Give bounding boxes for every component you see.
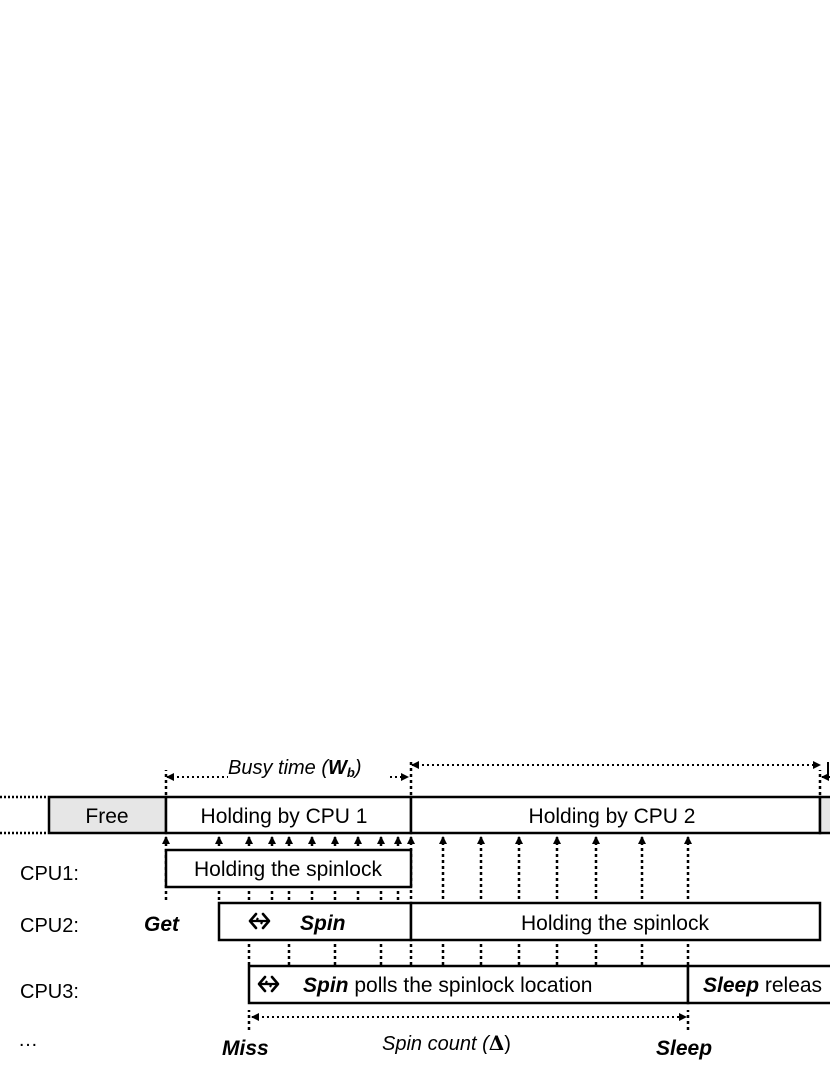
sleep-event-label: Sleep [656,1037,712,1060]
cpu3-label: CPU3: [20,981,79,1003]
cpu3-sleep-label: Sleep releas [703,974,822,997]
cpu3-spin-box [247,964,690,1005]
holding-cpu2-label: Holding by CPU 2 [529,805,696,828]
cpu3-poll-arrows [247,836,692,965]
busy-time-label: Busy time (Wb) [228,757,362,780]
cpu2-box-label: Holding the spinlock [521,912,709,935]
cpu3-sleep-box [686,964,830,1005]
cpu1-label: CPU1: [20,863,79,885]
miss-label: Miss [222,1037,269,1060]
next-free-segment [818,795,830,835]
free-label: Free [85,805,128,828]
cpu2-label: CPU2: [20,915,79,937]
get-event-label: Get [144,913,180,936]
free-segment [47,795,168,835]
more-cpus-ellipsis: … [18,1029,38,1051]
lock-state-bar: Free Holding by CPU 1 Holding by CPU 2 [0,795,830,835]
holding-cpu1-label: Holding by CPU 1 [201,805,368,828]
cpu1-holding-box [164,848,413,889]
cpu2-holding-segment [409,795,822,835]
cpu1-box-label: Holding the spinlock [194,858,382,881]
cpu2-holding-box [409,901,822,942]
cpu3-spin-label: Spin polls the spinlock location [303,974,592,997]
busy-time-dimension: Busy time (Wb) [166,757,409,781]
next-period-dimension [411,761,830,781]
cpu2-spin-label: Spin [300,912,346,935]
spin-count-label: Spin count (Δ) [382,1031,511,1055]
